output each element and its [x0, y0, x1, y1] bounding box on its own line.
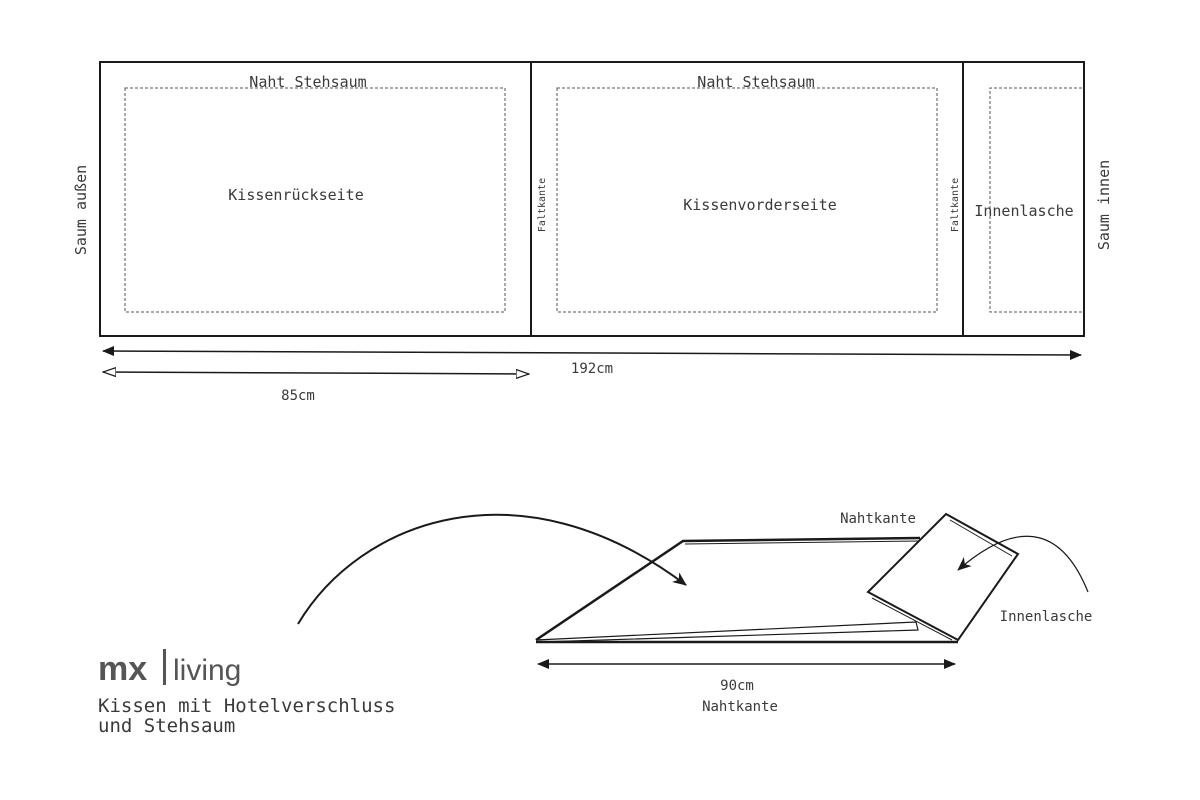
back-width-arrow [103, 372, 529, 374]
pattern-outline [99, 61, 1085, 337]
front-panel-label: Kissenvorderseite [683, 196, 837, 214]
assembly-width-caption: Nahtkante [702, 699, 778, 715]
inner-flap-hem-top [949, 519, 1013, 557]
total-width-label: 192cm [571, 361, 613, 377]
front-panel-seam-line [556, 87, 938, 313]
cutting-pattern: Naht Stehsaum Kissenrückseite Naht Stehs… [72, 61, 1113, 404]
logo-mx: mx [98, 650, 147, 688]
seam-edge-top-label: Nahtkante [840, 511, 916, 527]
caption-line-2: und Stehsaum [98, 715, 235, 737]
back-panel-label: Kissenrückseite [228, 186, 363, 204]
folded-pillow-bottom-layer [535, 621, 919, 643]
assembly-flap-label: Innenlasche [1000, 609, 1093, 625]
back-width-label: 85cm [281, 388, 315, 404]
logo-living: living [173, 654, 241, 687]
caption-line-1: Kissen mit Hotelverschluss [98, 695, 395, 717]
flap-label: Innenlasche [974, 202, 1073, 220]
small-curved-arrow [957, 535, 1089, 593]
back-panel-top-label: Naht Stehsaum [249, 73, 366, 91]
front-panel-top-label: Naht Stehsaum [697, 73, 814, 91]
folded-pillow-body [535, 536, 921, 642]
inner-flap-hem-bottom [871, 597, 953, 641]
hem-outer-label: Saum außen [72, 165, 90, 255]
large-curved-arrow [297, 513, 687, 625]
fold-edge-label-2: Faltkante [950, 178, 961, 232]
flap-seam-line [989, 87, 1082, 313]
assembly-illustration: Nahtkante Innenlasche 90cm Nahtkante [297, 511, 1093, 715]
fold-edge-label-1: Faltkante [537, 178, 548, 232]
inner-flap [866, 512, 1020, 642]
assembly-width-label: 90cm [720, 678, 754, 694]
logo-divider [163, 649, 166, 685]
back-panel-seam-line [124, 87, 506, 313]
hem-inner-label: Saum innen [1095, 160, 1113, 250]
total-width-arrow [102, 346, 1082, 360]
folded-pillow-top-edge-inner [684, 540, 921, 545]
branding: mx living Kissen mit Hotelverschluss und… [98, 649, 395, 737]
